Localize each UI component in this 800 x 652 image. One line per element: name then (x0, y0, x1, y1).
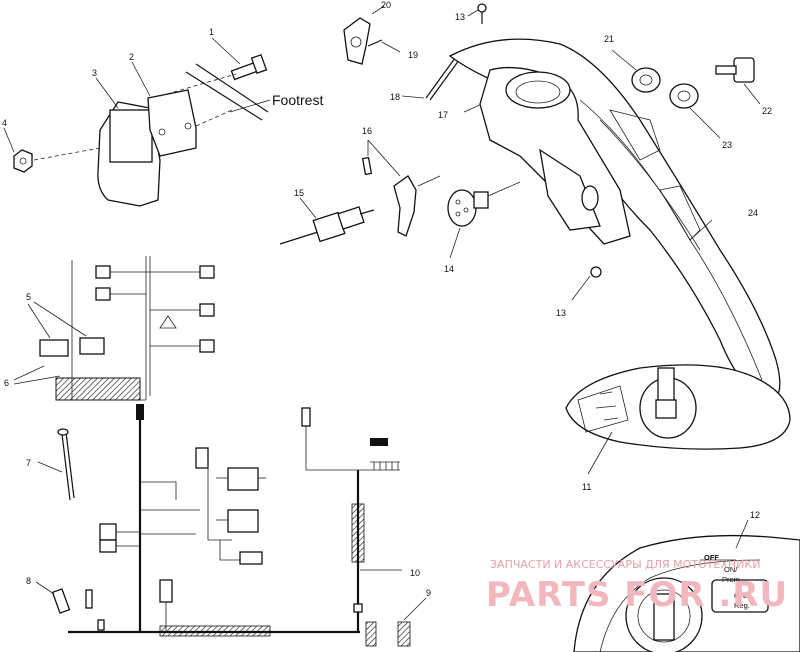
callout-3: 3 (92, 68, 97, 78)
footrest-edge (185, 71, 263, 121)
callout-19: 19 (408, 50, 418, 60)
callout-9: 9 (426, 588, 431, 598)
watermark-brand: PARTS FOR .RU (486, 575, 788, 615)
callout-12: 12 (750, 510, 760, 520)
part-8-fastener (51, 588, 71, 614)
callout-21: 21 (604, 34, 614, 44)
switch-detail (573, 519, 800, 652)
part-7-cable-tie (61, 433, 71, 501)
callout-22: 22 (762, 106, 772, 116)
part-5-connector-b (79, 337, 105, 355)
part-6-base (55, 377, 141, 401)
part-23-nut (669, 83, 699, 109)
callout-4: 4 (2, 118, 7, 128)
part-3-pad (109, 109, 153, 163)
callout-13-bottom: 13 (556, 308, 566, 318)
part-21-washer (631, 67, 661, 93)
callout-6: 6 (4, 378, 9, 388)
part-18-rod (425, 53, 459, 99)
switch-positions-box (711, 579, 769, 613)
switch-panel (565, 364, 791, 475)
console-housing (448, 38, 781, 403)
switch-on-prem-2: Prem (722, 575, 740, 584)
callout-5: 5 (26, 292, 31, 302)
callout-1: 1 (209, 27, 214, 37)
switch-off-label: OFF (704, 553, 719, 562)
part-13-screw-top (477, 3, 487, 13)
callout-15: 15 (294, 188, 304, 198)
callout-7: 7 (26, 458, 31, 468)
footrest-assembly (3, 37, 271, 207)
callout-10: 10 (410, 568, 420, 578)
callout-11: 11 (582, 482, 591, 492)
part-16-pin (361, 156, 373, 176)
part-15-sensor (279, 206, 375, 245)
part-4-nut (13, 149, 33, 173)
callout-20: 20 (381, 0, 391, 10)
switch-on-prem-1: ON/ (724, 565, 738, 574)
callout-16: 16 (362, 126, 372, 136)
console-small-parts (279, 3, 521, 259)
part-5-connector-a (39, 339, 69, 357)
watermark-tagline: ЗАПЧАСТИ И АКСЕССУАРЫ ДЛЯ МОТОТЕХНИКИ (490, 558, 760, 571)
wiring-harness (13, 256, 427, 647)
callout-24: 24 (748, 208, 758, 218)
part-14-connector (447, 189, 489, 227)
part-13-screw-bottom (590, 266, 602, 278)
part-22-key (715, 57, 761, 105)
switch-on-reg-1: ON/ (734, 591, 748, 600)
callout-23: 23 (722, 140, 732, 150)
part-16-clip (393, 175, 417, 237)
callout-13-top: 13 (455, 12, 465, 22)
part-9-tag (397, 621, 411, 647)
part-20-bracket (343, 17, 371, 65)
part-1-bolt (230, 53, 268, 81)
callout-2: 2 (129, 52, 134, 62)
footrest-label: Footrest (272, 92, 323, 108)
callout-17: 17 (438, 110, 448, 120)
switch-on-reg-2: Reg. (734, 601, 750, 610)
callout-8: 8 (26, 576, 31, 586)
part-2-block (147, 89, 197, 157)
callout-18: 18 (390, 92, 400, 102)
callout-14: 14 (444, 264, 454, 274)
console-opening (505, 71, 571, 109)
